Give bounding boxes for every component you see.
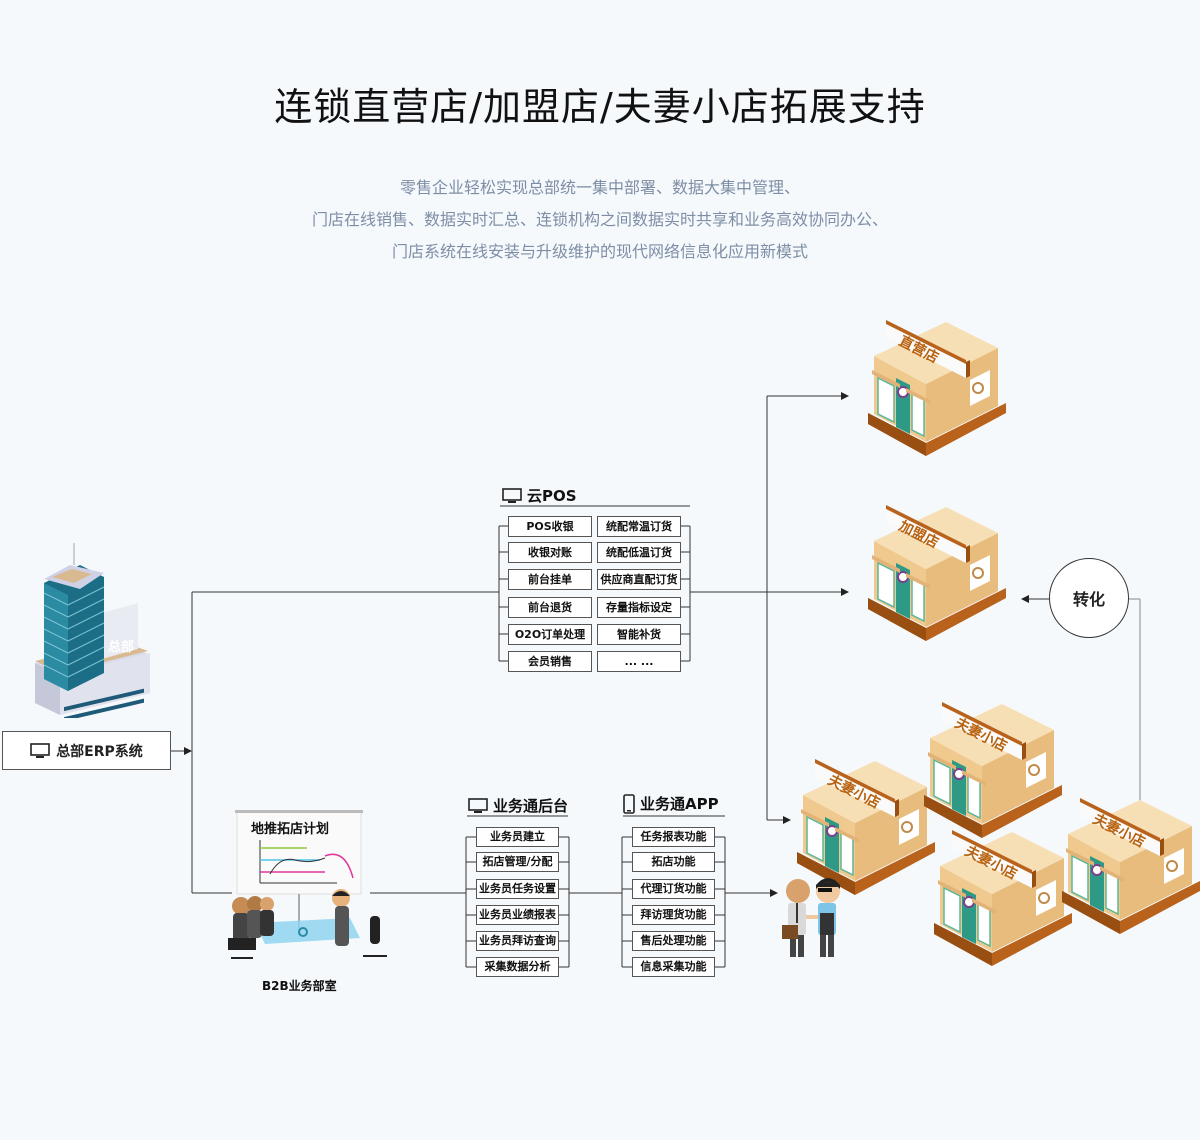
pos-feature-item: 会员销售 xyxy=(508,650,592,672)
backend-title: 业务通后台 xyxy=(468,795,568,816)
pos-feature-item: 前台退货 xyxy=(508,596,592,618)
page-title: 连锁直营店/加盟店/夫妻小店拓展支持 xyxy=(274,85,926,129)
pos-feature-item: 存量指标设定 xyxy=(597,596,681,618)
monitor-icon xyxy=(502,487,522,503)
franchise-store-svg: 加盟店 xyxy=(868,505,1006,641)
convert-label: 转化 xyxy=(1072,590,1105,609)
app-feature-item: 代理订货功能 xyxy=(632,879,715,899)
app-feature-item: 拜访理货功能 xyxy=(632,905,715,925)
direct-store-illustration: 直营店 xyxy=(866,318,1006,472)
page-subtitle: 零售企业轻松实现总部统一集中部署、数据大集中管理、 门店在线销售、数据实时汇总、… xyxy=(0,172,1200,268)
subtitle-line: 门店在线销售、数据实时汇总、连锁机构之间数据实时共享和业务高效协同办公、 xyxy=(311,210,888,229)
pos-feature-item: 收银对账 xyxy=(508,541,592,563)
pos-feature-item: 智能补货 xyxy=(597,623,681,645)
pos-feature-item: 供应商直配订货 xyxy=(597,568,681,590)
backend-feature-item: 拓店管理/分配 xyxy=(476,852,559,872)
small-store-illustration: 夫妻小店 xyxy=(922,700,1062,854)
small-store-svg: 夫妻小店 xyxy=(1062,798,1200,934)
small-store-illustration: 夫妻小店 xyxy=(795,757,935,911)
b2b-meeting-illustration: 地推拓店计划 xyxy=(228,810,387,959)
monitor-icon xyxy=(468,797,488,813)
direct-store-svg: 直营店 xyxy=(868,320,1006,456)
small-store-svg: 夫妻小店 xyxy=(924,702,1062,838)
app-title-text: 业务通APP xyxy=(640,795,719,813)
small-store-illustration: 夫妻小店 xyxy=(1060,796,1200,950)
pos-feature-item: 前台挂单 xyxy=(508,568,592,590)
app-feature-item: 拓店功能 xyxy=(632,852,715,872)
app-title: 业务通APP xyxy=(623,793,719,814)
subtitle-line: 零售企业轻松实现总部统一集中部署、数据大集中管理、 xyxy=(399,178,800,197)
backend-title-text: 业务通后台 xyxy=(493,797,569,815)
pos-feature-item: POS收银 xyxy=(508,515,592,537)
backend-feature-item: 业务员建立 xyxy=(476,827,559,847)
app-feature-item: 任务报表功能 xyxy=(632,827,715,847)
pos-feature-item: 统配常温订货 xyxy=(597,515,681,537)
board-title: 地推拓店计划 xyxy=(251,821,329,837)
convert-circle: 转化 xyxy=(1049,558,1129,638)
hq-building-label: 总部 xyxy=(108,639,134,655)
monitor-icon xyxy=(30,742,50,758)
subtitle-line: 门店系统在线安装与升级维护的现代网络信息化应用新模式 xyxy=(391,242,808,261)
backend-feature-item: 业务员拜访查询 xyxy=(476,931,559,951)
backend-feature-item: 业务员任务设置 xyxy=(476,879,559,899)
b2b-caption: B2B业务部室 xyxy=(262,979,337,993)
franchise-store-illustration: 加盟店 xyxy=(866,503,1006,657)
app-feature-item: 信息采集功能 xyxy=(632,957,715,977)
hq-erp-system-box: 总部ERP系统 xyxy=(2,731,171,770)
backend-feature-item: 采集数据分析 xyxy=(476,957,559,977)
pos-feature-item: ... ... xyxy=(597,650,681,672)
phone-icon xyxy=(623,793,635,814)
erp-label: 总部ERP系统 xyxy=(56,743,143,760)
cloud-pos-title-text: 云POS xyxy=(527,487,577,505)
backend-feature-item: 业务员业绩报表 xyxy=(476,905,559,925)
small-store-svg: 夫妻小店 xyxy=(797,759,935,895)
salesmen-handshake-illustration xyxy=(782,878,840,957)
pos-feature-item: O2O订单处理 xyxy=(508,623,592,645)
pos-feature-item: 统配低温订货 xyxy=(597,541,681,563)
hq-building-illustration: 总部 xyxy=(35,543,150,718)
app-feature-item: 售后处理功能 xyxy=(632,931,715,951)
small-store-svg: 夫妻小店 xyxy=(934,830,1072,966)
small-store-illustration: 夫妻小店 xyxy=(932,828,1072,982)
cloud-pos-title: 云POS xyxy=(502,485,577,506)
